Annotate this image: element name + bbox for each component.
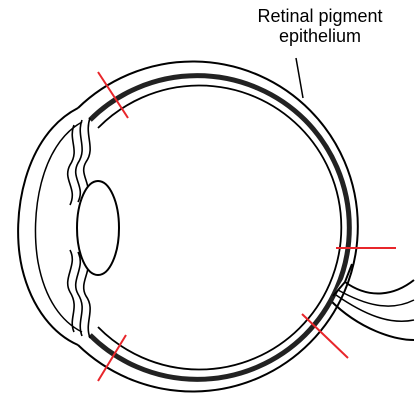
optic-nerve-outer-bottom — [330, 300, 414, 340]
cut-mark-bottom-right — [302, 314, 348, 358]
rpe-pointer-line — [296, 58, 303, 98]
iris-upper-front — [68, 125, 74, 205]
optic-nerve-outer-top — [345, 280, 414, 294]
optic-nerve — [330, 280, 414, 340]
iris-upper-mid — [76, 120, 82, 202]
cornea — [18, 108, 78, 345]
cornea-inner — [35, 122, 82, 332]
iris-lower-mid — [76, 252, 82, 336]
retinal-pigment-epithelium — [90, 76, 349, 380]
optic-nerve-fiber — [336, 295, 414, 321]
iris-lower-front — [68, 250, 74, 332]
lens — [77, 181, 119, 275]
retina-inner — [98, 86, 341, 370]
